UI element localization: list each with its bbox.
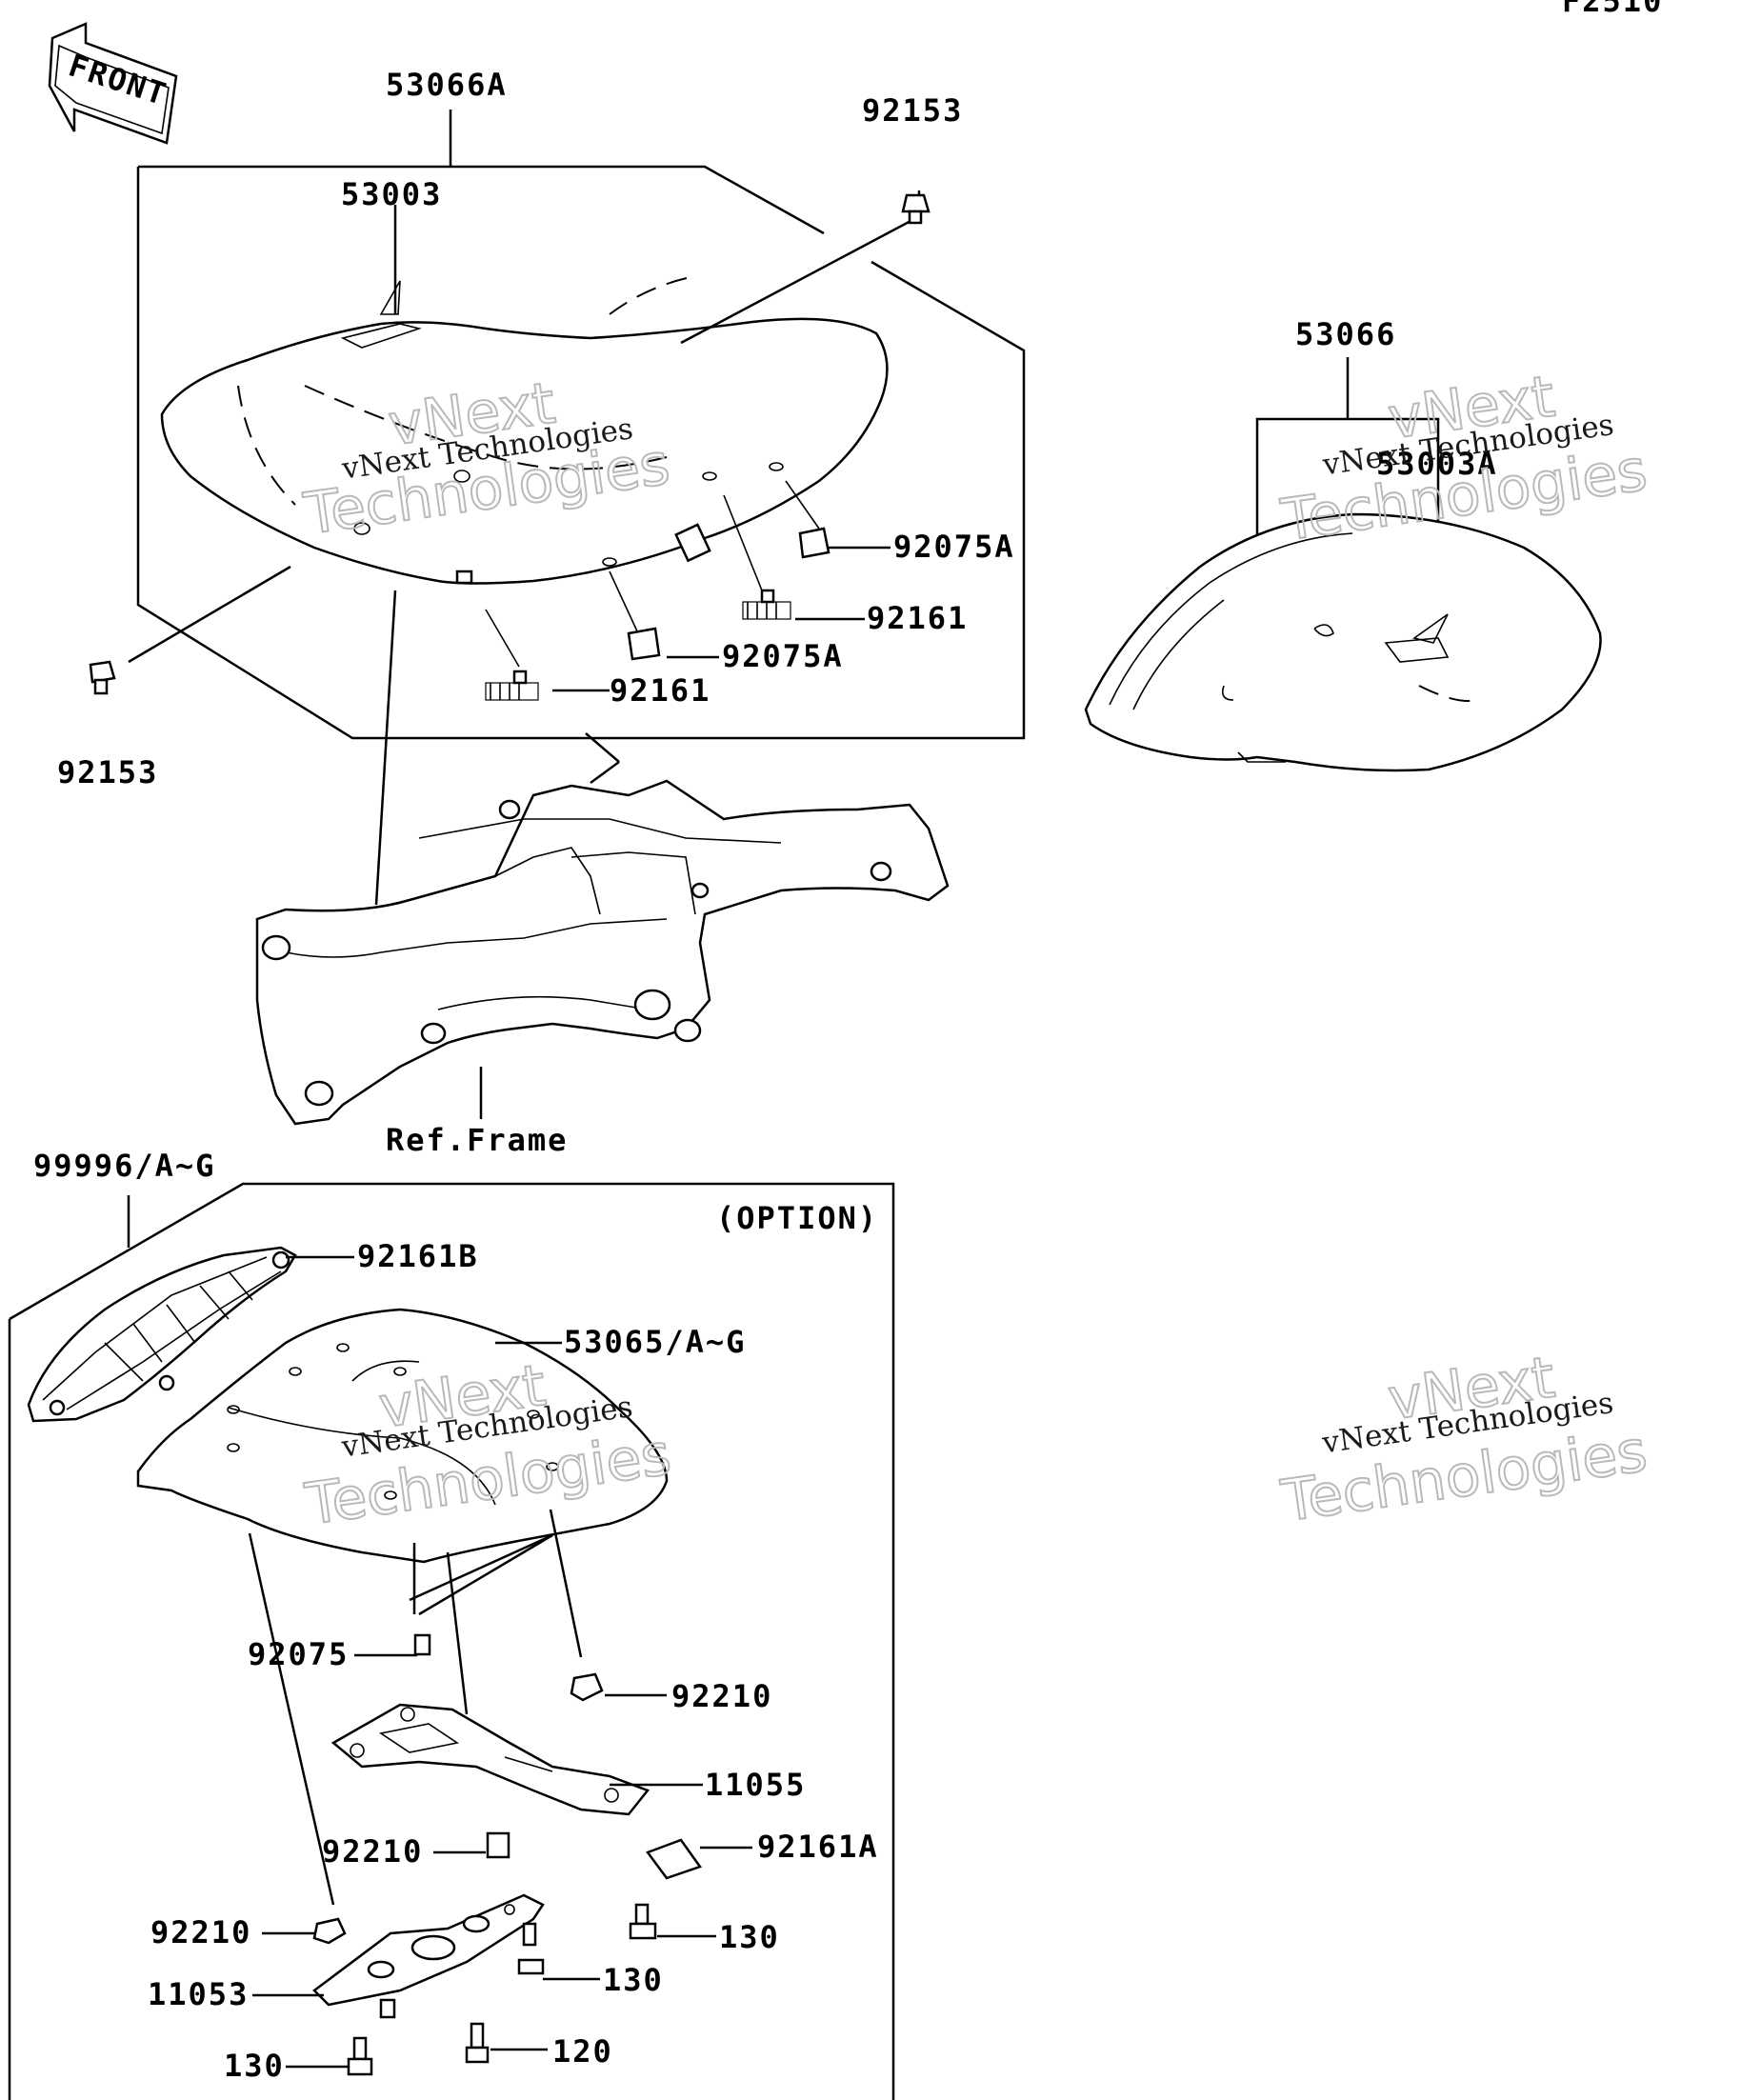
bolt-92153-bottom-icon [89, 660, 116, 695]
callout-92161-2: 92161 [610, 672, 710, 709]
damper-92075-icon [413, 1633, 431, 1656]
nut-92210-3-icon [312, 1917, 347, 1945]
callout-53066: 53066 [1295, 316, 1396, 352]
nut-92210-2-icon [486, 1831, 510, 1859]
callout-120: 120 [552, 2033, 613, 2070]
bolt-130-3-icon [347, 2036, 373, 2076]
watermark-2: vNext Technologies vNext Technologies [1276, 363, 1651, 555]
option-group: (OPTION) 92161B 99996/A~G [8, 1148, 895, 2100]
callout-11053: 11053 [148, 1976, 249, 2012]
callout-92210-3: 92210 [150, 1914, 251, 1950]
callout-92161A: 92161A [757, 1829, 879, 1865]
nut-92210-1-icon [570, 1672, 604, 1702]
bracket-11055 [330, 1703, 650, 1816]
bracket-11053 [312, 1893, 545, 2019]
callout-53003A: 53003A [1376, 446, 1498, 482]
callout-92210-1: 92210 [671, 1678, 772, 1714]
seat-assembly-53066A: 53066A 53003 92153 92075A 92161 92075A 9… [57, 67, 1026, 790]
callout-92075A-1: 92075A [893, 529, 1015, 565]
callout-53065: 53065/A~G [564, 1324, 746, 1360]
callout-130-3: 130 [224, 2048, 285, 2084]
figure-code: F2510 [1562, 0, 1663, 19]
callout-92075: 92075 [248, 1636, 349, 1672]
ref-frame-label: Ref.Frame [386, 1122, 568, 1158]
callout-11055: 11055 [705, 1767, 806, 1803]
callout-53066A: 53066A [386, 67, 508, 103]
callout-92161B: 92161B [357, 1238, 479, 1274]
clip-92161-2-icon [485, 670, 539, 701]
callout-99996: 99996/A~G [33, 1148, 215, 1184]
callout-92161-1: 92161 [867, 600, 968, 636]
bolt-92153-top-icon [901, 193, 931, 225]
front-arrow-icon: FRONT [48, 22, 178, 145]
callout-53003: 53003 [341, 176, 442, 212]
clip-92161-1-icon [742, 589, 791, 620]
callout-130-1: 130 [719, 1919, 780, 1955]
seat-cowl-53065 [136, 1308, 669, 1564]
callout-92075A-2: 92075A [722, 638, 844, 674]
bolt-130-2-icon [517, 1922, 545, 1975]
bolt-130-1-icon [629, 1903, 657, 1940]
rear-frame: Ref.Frame [255, 590, 950, 1158]
damper-92075A-2-icon [627, 627, 661, 661]
callout-92210-2: 92210 [322, 1833, 423, 1870]
callout-130-2: 130 [603, 1962, 664, 1998]
watermark-4: vNext Technologies vNext Technologies [1276, 1344, 1651, 1536]
seat-cowl-frame-99996 [27, 1246, 297, 1423]
callout-92153-bottom: 92153 [57, 754, 158, 790]
bolt-120-icon [465, 2022, 490, 2064]
seat-cover-53066: 53066 53003A [1084, 316, 1602, 772]
option-label: (OPTION) [716, 1200, 878, 1236]
damper-92075A-1-icon [798, 527, 830, 559]
callout-92153-top: 92153 [862, 92, 963, 129]
pad-92161A-icon [646, 1838, 702, 1880]
